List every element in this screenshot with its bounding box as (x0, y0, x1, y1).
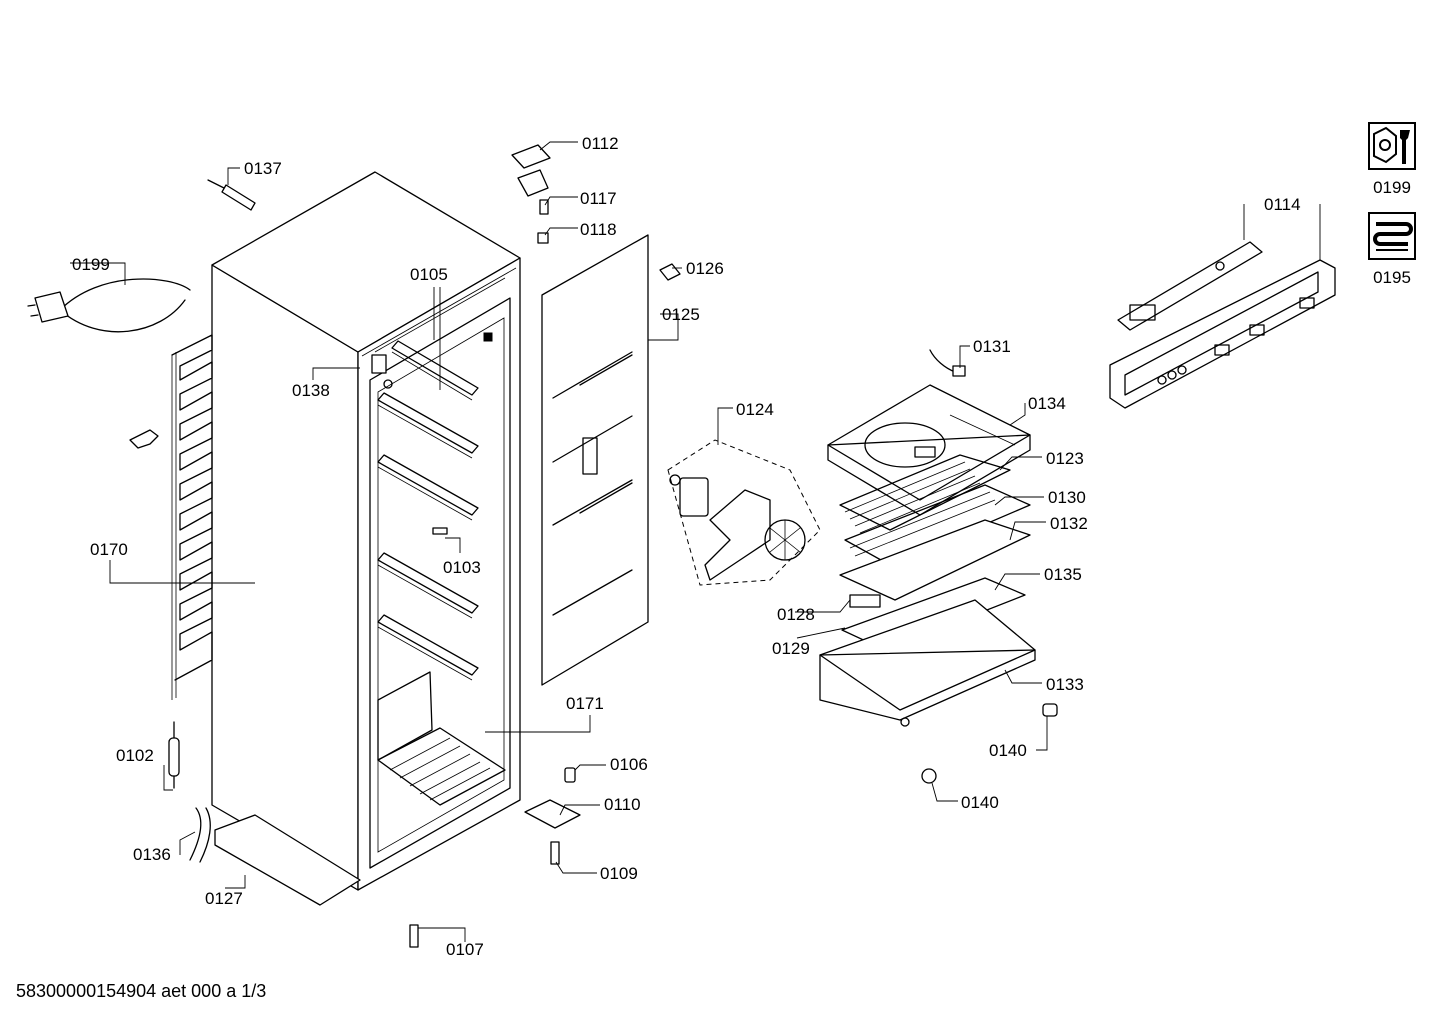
callout-0170: 0170 (90, 540, 128, 559)
cabinet-shelves (377, 340, 479, 681)
cabinet-bottom-tray (377, 671, 506, 806)
control-panel-fascia (1109, 259, 1336, 409)
fan-assembly (667, 439, 821, 586)
callout-0125: 0125 (662, 305, 700, 324)
callout-0140-lower: 0140 (961, 793, 999, 812)
callout-0133: 0133 (1046, 675, 1084, 694)
sensor-lead (929, 349, 966, 377)
callout-0131: 0131 (973, 337, 1011, 356)
callout-labels: 0112 0117 0118 0137 0199 0105 0126 0125 … (72, 134, 1301, 959)
tools-icon (1368, 122, 1416, 170)
adjustable-foot-0109 (550, 841, 560, 865)
callout-0123: 0123 (1046, 449, 1084, 468)
callout-0102: 0102 (116, 746, 154, 765)
evaporator-cover (827, 384, 1031, 516)
callout-0137: 0137 (244, 159, 282, 178)
callout-0118: 0118 (580, 220, 617, 239)
callout-0110: 0110 (604, 795, 641, 814)
callout-0171: 0171 (566, 694, 604, 713)
evaporator-base (819, 599, 1036, 727)
thermostat-sensor (207, 179, 256, 211)
defrost-heater (844, 484, 1031, 566)
screw-0106 (564, 767, 576, 783)
callout-0103: 0103 (443, 558, 481, 577)
drain-hose (189, 807, 202, 861)
control-board (1117, 241, 1263, 331)
inner-cover-panel (541, 234, 649, 686)
tools-icon-label: 0199 (1373, 178, 1411, 197)
adjustable-foot-0107 (409, 924, 419, 948)
bottom-hinge (524, 799, 581, 829)
callout-0124: 0124 (736, 400, 774, 419)
callout-0112: 0112 (582, 134, 619, 153)
callout-0126: 0126 (686, 259, 724, 278)
leader-lines (70, 141, 1321, 942)
cabinet-body (211, 171, 521, 906)
power-cord (27, 278, 191, 333)
document-id: 58300000154904 aet 000 a 1/3 (16, 981, 267, 1001)
heating-coil-icon-label: 0195 (1373, 268, 1411, 287)
callout-0107: 0107 (446, 940, 484, 959)
callout-0117: 0117 (580, 189, 617, 208)
callout-0105: 0105 (410, 265, 448, 284)
callout-0129: 0129 (772, 639, 810, 658)
callout-0106: 0106 (610, 755, 648, 774)
condenser-coil (171, 334, 213, 700)
callout-0138: 0138 (292, 381, 330, 400)
callout-0136: 0136 (133, 845, 171, 864)
callout-0140-upper: 0140 (989, 741, 1027, 760)
callout-0132: 0132 (1050, 514, 1088, 533)
callout-0128: 0128 (777, 605, 815, 624)
callout-0199: 0199 (72, 255, 110, 274)
callout-0127: 0127 (205, 889, 243, 908)
base-plate (214, 814, 361, 906)
callout-0130: 0130 (1048, 488, 1086, 507)
callout-0135: 0135 (1044, 565, 1082, 584)
fixing-clip (659, 263, 681, 281)
evaporator-coil (839, 454, 1011, 534)
evaporator-tray (839, 519, 1031, 601)
heating-coil-icon (1368, 212, 1416, 260)
filter-drier (168, 721, 180, 789)
callout-0109: 0109 (600, 864, 638, 883)
top-hinge-parts (511, 144, 551, 244)
callout-0114: 0114 (1264, 195, 1301, 214)
screw-0140 (921, 703, 1058, 784)
callout-0134: 0134 (1028, 394, 1066, 413)
condenser-bracket (129, 429, 159, 449)
